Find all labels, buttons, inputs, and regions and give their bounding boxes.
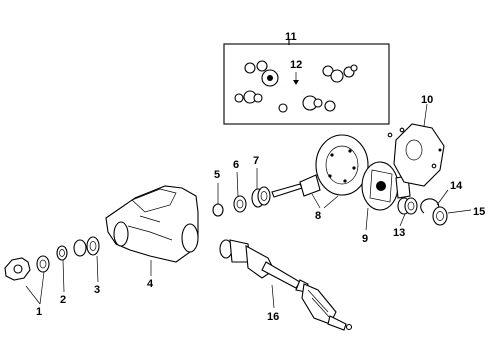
bearing-7 <box>251 186 271 208</box>
callout-13: 13 <box>393 227 405 239</box>
gear-kit-inset <box>223 40 390 125</box>
callout-7: 7 <box>253 155 259 167</box>
callout-2: 2 <box>60 294 66 306</box>
oil-seal-1 <box>36 255 50 273</box>
callout-6: 6 <box>233 159 239 171</box>
callout-5: 5 <box>214 169 220 181</box>
callout-16: 16 <box>267 311 279 323</box>
axle-shaft-assembly <box>219 239 353 331</box>
carrier-housing <box>105 185 199 263</box>
snap-ring-14 <box>420 198 440 214</box>
companion-flange <box>4 257 31 281</box>
oil-seal-15 <box>432 206 448 226</box>
callout-14: 14 <box>450 180 463 192</box>
callout-4: 4 <box>147 278 154 290</box>
callout-labels: 11 12 10 5 6 7 8 9 13 14 15 4 3 2 1 16 <box>36 31 485 323</box>
ring-gear <box>315 134 369 196</box>
bearing-13 <box>397 197 418 215</box>
spacer-2 <box>56 245 68 261</box>
shim-6 <box>233 195 247 213</box>
bearing-3 <box>73 236 100 257</box>
rear-cover <box>387 123 445 187</box>
callout-8: 8 <box>315 210 321 222</box>
callout-11: 11 <box>285 31 297 43</box>
callout-12: 12 <box>290 59 302 71</box>
gear-kit-parts <box>234 60 358 113</box>
callout-3: 3 <box>94 284 100 296</box>
cross-shaft <box>282 85 304 93</box>
callout-10: 10 <box>421 94 433 106</box>
callout-1: 1 <box>36 306 42 318</box>
callout-9: 9 <box>362 233 368 245</box>
callout-15: 15 <box>473 206 485 218</box>
sleeve-5 <box>212 203 224 217</box>
drive-pinion <box>271 174 321 198</box>
